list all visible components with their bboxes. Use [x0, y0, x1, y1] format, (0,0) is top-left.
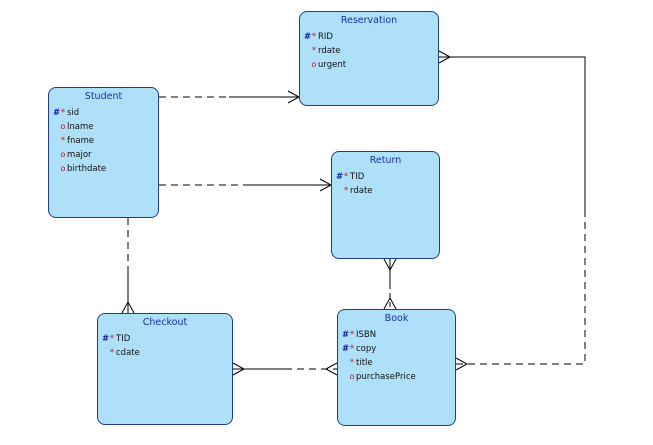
attribute-marker: o — [60, 150, 66, 159]
attribute-name: rdate — [350, 186, 373, 196]
attribute-marker: * — [60, 108, 66, 118]
attribute-marker: * — [343, 186, 349, 196]
attribute-name: birthdate — [67, 164, 107, 174]
attribute-marker: * — [60, 136, 66, 146]
attribute-name: TID — [116, 334, 131, 344]
attribute-marker: o — [60, 122, 66, 131]
attribute-name: urgent — [318, 60, 347, 70]
attribute-name: TID — [350, 172, 365, 182]
attribute-name: purchasePrice — [356, 372, 416, 382]
pk-marker: # — [102, 334, 110, 344]
attribute-marker: o — [311, 60, 317, 69]
attribute-name: lname — [67, 122, 94, 132]
entity-title: Student — [84, 91, 123, 102]
relationship-return-book — [383, 258, 397, 310]
pk-marker: # — [342, 344, 350, 354]
attribute-row: *rdate — [311, 45, 341, 57]
pk-marker: # — [342, 330, 350, 340]
pk-marker: # — [53, 108, 61, 118]
attribute-name: sid — [67, 108, 80, 118]
attribute-marker: * — [349, 358, 355, 368]
attribute-marker: * — [349, 330, 355, 340]
entity-return[interactable]: Return #*TID *rdate — [331, 151, 440, 259]
attribute-marker: o — [60, 164, 66, 173]
attribute-marker: * — [109, 348, 115, 358]
attribute-row: #*TID — [102, 333, 130, 345]
attribute-name: rdate — [318, 46, 341, 56]
relationship-student-checkout — [121, 218, 135, 314]
attribute-row: *title — [349, 357, 373, 369]
attribute-row: #*RID — [304, 31, 333, 43]
attribute-row: #*ISBN — [342, 329, 376, 341]
attribute-name: fname — [67, 136, 95, 146]
attribute-name: RID — [318, 32, 333, 42]
entity-title: Reservation — [340, 15, 398, 26]
relationship-student-return — [159, 178, 333, 192]
entity-title: Book — [384, 313, 409, 324]
attribute-name: major — [67, 150, 92, 160]
attribute-name: cdate — [116, 348, 140, 358]
attribute-marker: * — [311, 46, 317, 56]
attribute-row: *fname — [60, 135, 94, 147]
attribute-name: title — [356, 358, 373, 368]
pk-marker: # — [304, 32, 312, 42]
entity-checkout[interactable]: Checkout #*TID *cdate — [97, 313, 233, 425]
relationship-student-reservation — [159, 90, 301, 104]
relationship-reservation-book — [438, 50, 586, 371]
attribute-row: *cdate — [109, 347, 140, 359]
attribute-row: *rdate — [343, 185, 373, 197]
attribute-row: #*sid — [53, 107, 79, 119]
attribute-row: #*copy — [342, 343, 376, 355]
entity-title: Return — [369, 155, 402, 166]
entity-title: Checkout — [142, 317, 188, 328]
attribute-name: copy — [356, 344, 377, 354]
attribute-marker: * — [349, 344, 355, 354]
attribute-row: #*TID — [336, 171, 364, 183]
attribute-marker: * — [343, 172, 349, 182]
attribute-marker: * — [109, 334, 115, 344]
pk-marker: # — [336, 172, 344, 182]
attribute-marker: o — [349, 372, 355, 381]
attribute-marker: * — [311, 32, 317, 42]
attribute-name: ISBN — [356, 330, 377, 340]
relationship-checkout-book — [232, 362, 338, 376]
